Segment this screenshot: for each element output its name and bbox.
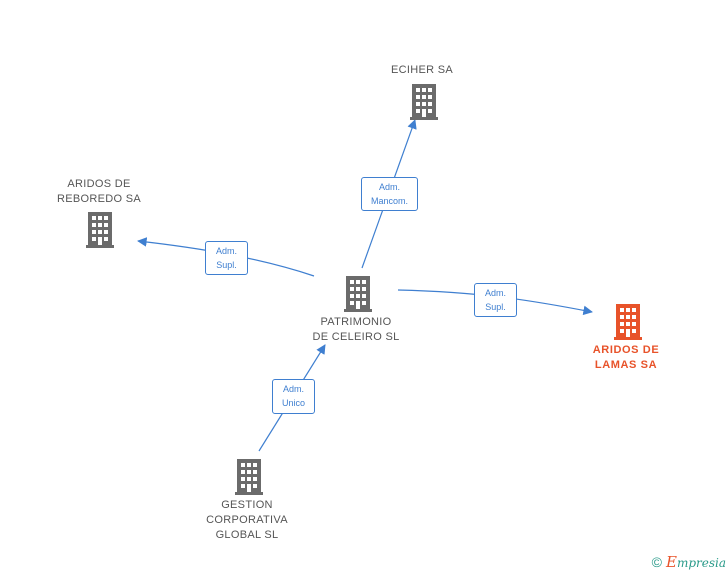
edge-label-from-gestion[interactable]: Adm. Unico bbox=[272, 379, 315, 414]
edge-label-line: Supl. bbox=[485, 302, 506, 312]
node-label-line: PATRIMONIO bbox=[320, 316, 392, 328]
brand-logo-initial: E bbox=[665, 553, 677, 571]
node-label-line: DE CELEIRO SL bbox=[312, 331, 400, 343]
edge-label-to-reboredo[interactable]: Adm. Supl. bbox=[205, 241, 248, 275]
node-label-line: GLOBAL SL bbox=[215, 529, 279, 541]
node-label-line: ECIHER SA bbox=[391, 64, 453, 76]
edge-label-line: Unico bbox=[281, 398, 305, 408]
node-label-echer[interactable]: ECIHER SA bbox=[362, 63, 482, 78]
edge-label-line: Adm. bbox=[282, 384, 304, 394]
edge-label-to-echer[interactable]: Adm. Mancom. bbox=[361, 177, 418, 211]
node-label-aridos-de-reboredo[interactable]: ARIDOS DE REBOREDO SA bbox=[39, 177, 159, 207]
node-label-aridos-de-lamas[interactable]: ARIDOS DE LAMAS SA bbox=[566, 343, 686, 373]
edge-label-line: Adm. bbox=[215, 246, 237, 256]
edge-label-line: Adm. bbox=[378, 182, 400, 192]
node-label-line: REBOREDO SA bbox=[57, 193, 141, 205]
building-icon bbox=[410, 84, 438, 120]
building-icon bbox=[86, 212, 114, 248]
node-label-patrimonio-de-celeiro[interactable]: PATRIMONIO DE CELEIRO SL bbox=[296, 315, 416, 345]
edge-label-line: Mancom. bbox=[370, 196, 408, 206]
node-label-line: LAMAS SA bbox=[594, 359, 658, 371]
building-icon bbox=[344, 276, 372, 312]
copyright-icon: © bbox=[651, 554, 662, 570]
node-label-line: ARIDOS DE bbox=[67, 178, 131, 190]
edge-label-to-lamas[interactable]: Adm. Supl. bbox=[474, 283, 517, 317]
edge-label-line: Adm. bbox=[484, 288, 506, 298]
node-label-line: ARIDOS DE bbox=[592, 344, 660, 356]
edge-label-line: Supl. bbox=[216, 260, 237, 270]
node-label-gestion-corporativa-global[interactable]: GESTION CORPORATIVA GLOBAL SL bbox=[187, 498, 307, 543]
brand-logo-text: mpresia bbox=[676, 556, 726, 570]
node-label-line: CORPORATIVA bbox=[206, 514, 288, 526]
building-icon bbox=[614, 304, 642, 340]
building-icon bbox=[235, 459, 263, 495]
node-label-line: GESTION bbox=[221, 499, 273, 511]
footer-brand: ©Empresia bbox=[652, 553, 726, 571]
